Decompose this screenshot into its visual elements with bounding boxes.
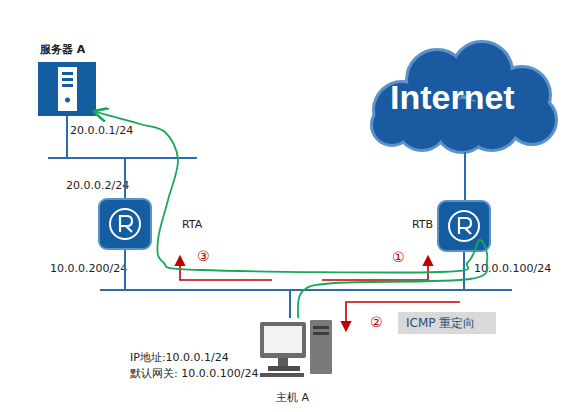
internet-cloud: Internet	[362, 40, 557, 152]
node-shape	[98, 198, 152, 250]
note-node: ICMP 重定向	[398, 312, 496, 334]
router-name: RTB	[412, 218, 433, 231]
host-ip: IP地址:10.0.0.1/24	[130, 350, 229, 365]
server-node: 服务器 A	[38, 62, 96, 116]
ip-address: 10.0.0.100/24	[474, 262, 551, 275]
traffic-path	[96, 112, 488, 318]
host-node: 主机 A	[258, 318, 336, 378]
ip-address: 10.0.0.200/24	[50, 262, 127, 275]
router-tile	[99, 199, 151, 249]
callout-number: ③	[197, 248, 210, 264]
note-box	[398, 312, 496, 334]
node-title: 服务器 A	[40, 42, 85, 57]
host-name: 主机 A	[276, 390, 309, 405]
router-symbol	[449, 211, 479, 241]
lower-bus	[100, 289, 512, 291]
ip-address: 20.0.0.1/24	[70, 124, 133, 137]
host-gateway: 默认网关: 10.0.0.100/24	[130, 366, 258, 381]
node-shape	[437, 200, 491, 252]
computer-symbol	[260, 320, 332, 377]
cloud-outline	[372, 42, 556, 152]
cloud-label: Internet	[390, 78, 515, 117]
step1-arrow	[322, 257, 428, 280]
server-tile	[38, 62, 96, 116]
network-link	[290, 252, 464, 318]
node-shape	[38, 62, 96, 116]
router-name: RTA	[182, 218, 202, 231]
upper-bus	[48, 157, 197, 159]
node-shape	[258, 318, 336, 378]
network-link	[125, 250, 290, 318]
server-symbol	[58, 67, 77, 111]
router-node: RTB	[437, 200, 491, 252]
network-link	[464, 152, 466, 200]
router-node: RTA	[98, 198, 152, 250]
step3-arrow	[180, 257, 272, 280]
router-tile	[438, 201, 490, 251]
network-link	[67, 116, 125, 198]
callout-number: ②	[370, 314, 383, 330]
router-symbol	[110, 209, 140, 239]
ip-address: 20.0.0.2/24	[66, 179, 129, 192]
callout-number: ①	[392, 249, 405, 265]
cloud-fill	[373, 43, 555, 151]
note-text: ICMP 重定向	[406, 315, 475, 332]
